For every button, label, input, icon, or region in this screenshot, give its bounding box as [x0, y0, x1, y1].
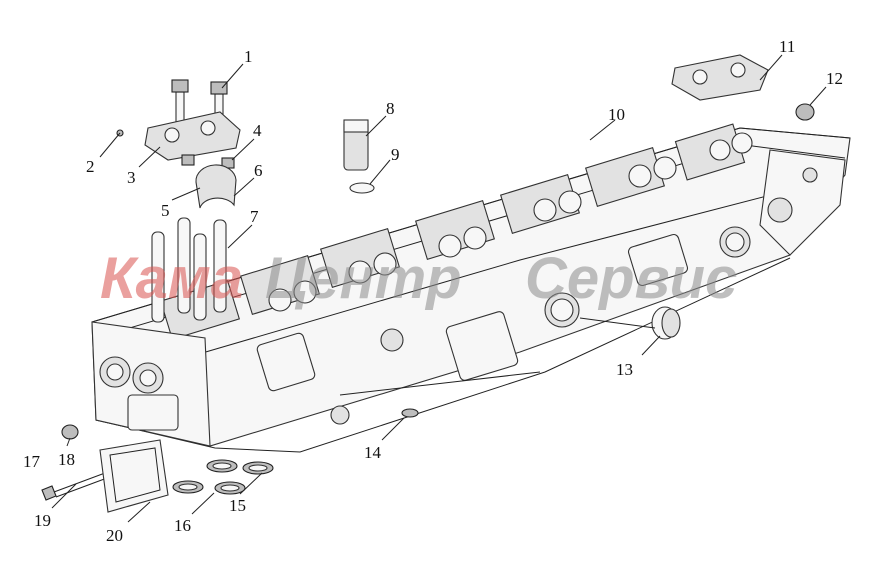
cylinder-head: [91, 123, 851, 453]
leader-lines: [51, 54, 827, 523]
part-gasket-20: [99, 439, 169, 513]
part-oring-14: [401, 408, 419, 418]
callout-3: 3: [127, 168, 136, 187]
part-cap-17-18: [61, 424, 79, 440]
callout-10: 10: [608, 105, 625, 124]
rear-end: [759, 149, 846, 256]
valve-seats: [268, 132, 753, 312]
callout-15: 15: [229, 496, 246, 515]
callout-14: 14: [364, 443, 382, 462]
callout-9: 9: [391, 145, 400, 164]
part-bridge-3: [144, 111, 241, 161]
callout-12: 12: [826, 69, 843, 88]
part-bridge-11: [671, 54, 769, 101]
callout-2: 2: [86, 157, 95, 176]
callout-18: 18: [58, 450, 75, 469]
front-face: [91, 321, 211, 447]
callout-19: 19: [34, 511, 51, 530]
part-bearing-5-6: [195, 164, 237, 209]
part-seal-9: [349, 182, 375, 194]
callout-20: 20: [106, 526, 123, 545]
callout-17: 17: [23, 452, 41, 471]
part-pushrods-7: [151, 217, 227, 323]
part-plug-12: [795, 103, 815, 121]
watermark-part-2: Центр: [265, 246, 462, 311]
port-flanges: [256, 226, 751, 425]
callout-13: 13: [616, 360, 633, 379]
watermark: Кама Центр Сервис: [100, 246, 737, 311]
part-injector-8: [343, 119, 369, 171]
callout-7: 7: [250, 207, 259, 226]
callout-6: 6: [254, 161, 263, 180]
callouts: 1 2 3 4 5 6 7 8 9 10 11 12 13 14 15 16 1…: [23, 37, 843, 545]
callout-4: 4: [253, 121, 262, 140]
watermark-part-1: Кама: [100, 246, 243, 311]
part-plug-13: [651, 306, 681, 340]
watermark-part-3: Сервис: [525, 246, 737, 311]
callout-8: 8: [386, 99, 395, 118]
callout-1: 1: [244, 47, 253, 66]
callout-16: 16: [174, 516, 191, 535]
part-sleeve-4a: [181, 154, 195, 166]
callout-11: 11: [779, 37, 795, 56]
callout-5: 5: [161, 201, 170, 220]
part-seals-15-16: [172, 459, 274, 495]
